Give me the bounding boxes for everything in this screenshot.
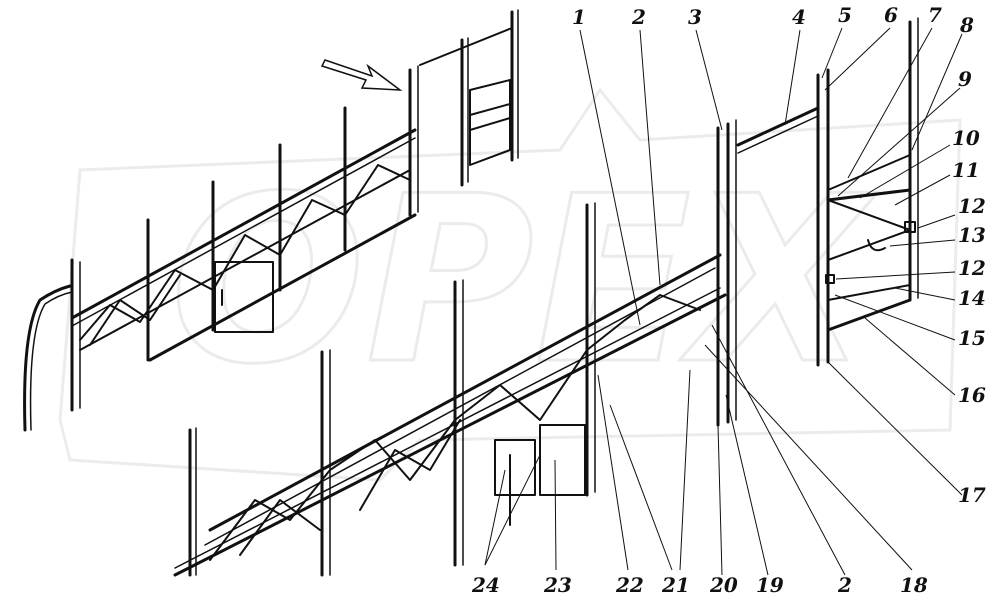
callout-3: 3 (688, 5, 702, 29)
callout-15: 15 (958, 326, 986, 350)
callout-21: 21 (661, 573, 690, 597)
callout-16: 16 (958, 383, 986, 407)
callout-2-top: 2 (631, 5, 646, 29)
callout-14: 14 (958, 286, 986, 310)
callout-13: 13 (958, 223, 986, 247)
callout-8: 8 (959, 13, 974, 37)
callout-12-upper: 12 (958, 194, 986, 218)
callout-2-bottom: 2 (837, 573, 852, 597)
callout-9: 9 (958, 67, 972, 91)
callout-7: 7 (928, 3, 942, 27)
right-portal-frame (716, 17, 919, 427)
lower-main-frame (173, 202, 727, 577)
callout-17: 17 (958, 483, 986, 507)
upper-left-frame (23, 65, 419, 432)
callout-22: 22 (615, 573, 644, 597)
callout-11: 11 (952, 158, 980, 182)
callout-4: 4 (792, 5, 806, 29)
callout-labels: 1 2 3 4 5 6 7 8 9 10 11 12 13 12 14 15 1… (471, 3, 986, 597)
callout-18: 18 (900, 573, 928, 597)
callout-20: 20 (709, 573, 738, 597)
arrow-icon (320, 59, 403, 91)
callout-19: 19 (756, 573, 784, 597)
callout-leaders (484, 27, 963, 576)
callout-12-lower: 12 (958, 256, 986, 280)
callout-23: 23 (543, 573, 572, 597)
upper-door-frame (419, 9, 519, 187)
callout-6: 6 (884, 3, 898, 27)
callout-10: 10 (952, 126, 980, 150)
watermark-text: OPEX (170, 148, 878, 415)
callout-5: 5 (838, 3, 852, 27)
callout-1: 1 (572, 5, 586, 29)
callout-24: 24 (471, 573, 500, 597)
